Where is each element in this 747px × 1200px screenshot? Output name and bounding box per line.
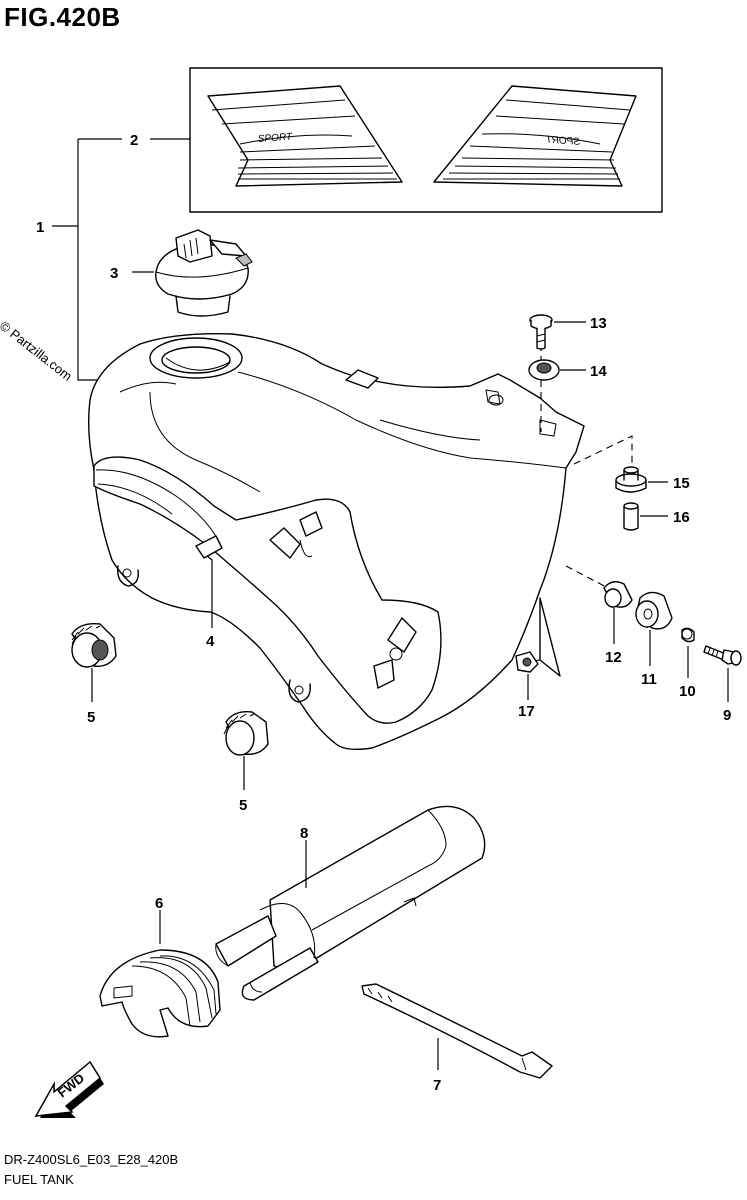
callout-7[interactable]: 7 — [433, 1077, 441, 1094]
washer-14-drawing[interactable] — [528, 359, 560, 381]
cap-5-middle-drawing[interactable] — [223, 711, 269, 756]
decal-right-text: SPORT — [545, 134, 581, 147]
callout-6[interactable]: 6 — [155, 895, 163, 912]
callout-11[interactable]: 11 — [641, 671, 657, 688]
callout-2[interactable]: 2 — [130, 132, 138, 149]
cushion-11-drawing[interactable] — [635, 591, 673, 630]
callout-13[interactable]: 13 — [590, 315, 607, 332]
cushion-12-drawing[interactable] — [603, 581, 633, 608]
spacer-16-drawing[interactable] — [623, 502, 639, 531]
forward-direction-arrow-icon: FWD — [34, 1060, 104, 1118]
callout-9[interactable]: 9 — [723, 707, 731, 724]
callout-10[interactable]: 10 — [679, 683, 696, 700]
cable-tie-7-drawing[interactable] — [361, 983, 553, 1079]
decal-left-text: SPORT — [257, 132, 293, 145]
nut-17-drawing[interactable] — [515, 651, 539, 673]
section-name: FUEL TANK — [4, 1172, 74, 1187]
figure-title: FIG.420B — [4, 2, 121, 32]
grommet-6-drawing[interactable] — [99, 949, 221, 1038]
cover-8-drawing[interactable] — [215, 805, 486, 1001]
callout-numbers: 1 2 3 4 5 5 6 7 8 9 10 11 12 13 14 15 16… — [36, 132, 731, 1094]
fuel-tank-drawing[interactable] — [87, 333, 585, 751]
callout-12[interactable]: 12 — [605, 649, 622, 666]
callout-15[interactable]: 15 — [673, 475, 690, 492]
callout-16[interactable]: 16 — [673, 509, 690, 526]
callout-14[interactable]: 14 — [590, 363, 607, 380]
bolt-13-drawing[interactable] — [529, 314, 553, 350]
callout-5b[interactable]: 5 — [239, 797, 247, 814]
bolt-9-drawing[interactable] — [703, 645, 742, 666]
model-code: DR-Z400SL6_E03_E28_420B — [4, 1152, 179, 1167]
cushion-15-drawing[interactable] — [615, 466, 647, 493]
collar-10-drawing[interactable] — [681, 627, 695, 643]
fuel-cap-drawing[interactable] — [155, 229, 253, 317]
callout-1[interactable]: 1 — [36, 219, 44, 236]
callout-17[interactable]: 17 — [518, 703, 535, 720]
callout-4[interactable]: 4 — [206, 633, 215, 650]
callout-3[interactable]: 3 — [110, 265, 118, 282]
cap-5-left-drawing[interactable] — [71, 623, 117, 668]
decal-set-drawing[interactable]: SPORT SPORT — [189, 67, 663, 213]
callout-5a[interactable]: 5 — [87, 709, 95, 726]
callout-8[interactable]: 8 — [300, 825, 308, 842]
